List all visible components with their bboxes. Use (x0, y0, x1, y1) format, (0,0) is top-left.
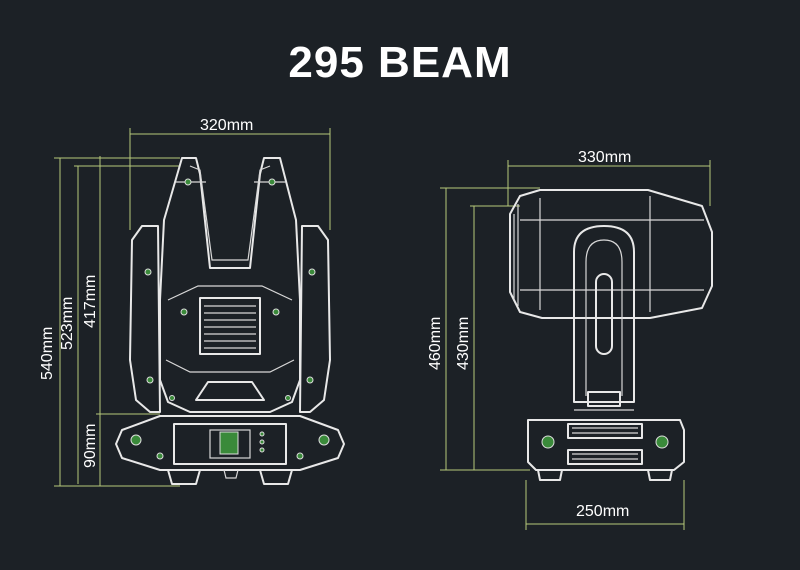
front-base-height-label: 90mm (82, 424, 99, 468)
front-dimension-lines (54, 128, 331, 487)
front-head-height-label: 417mm (82, 275, 99, 328)
front-width-label: 320mm (200, 117, 253, 134)
side-view-fixture (509, 189, 713, 481)
side-width-label: 330mm (578, 149, 631, 166)
side-430-height-label: 430mm (455, 317, 472, 370)
side-total-height-label: 460mm (427, 317, 444, 370)
side-base-width-label: 250mm (576, 503, 629, 520)
page-title: 295 BEAM (288, 38, 512, 87)
front-total-height-label: 540mm (39, 327, 56, 380)
side-dimension-lines (440, 160, 711, 530)
front-view-fixture (115, 157, 345, 485)
front-523-height-label: 523mm (59, 297, 76, 350)
